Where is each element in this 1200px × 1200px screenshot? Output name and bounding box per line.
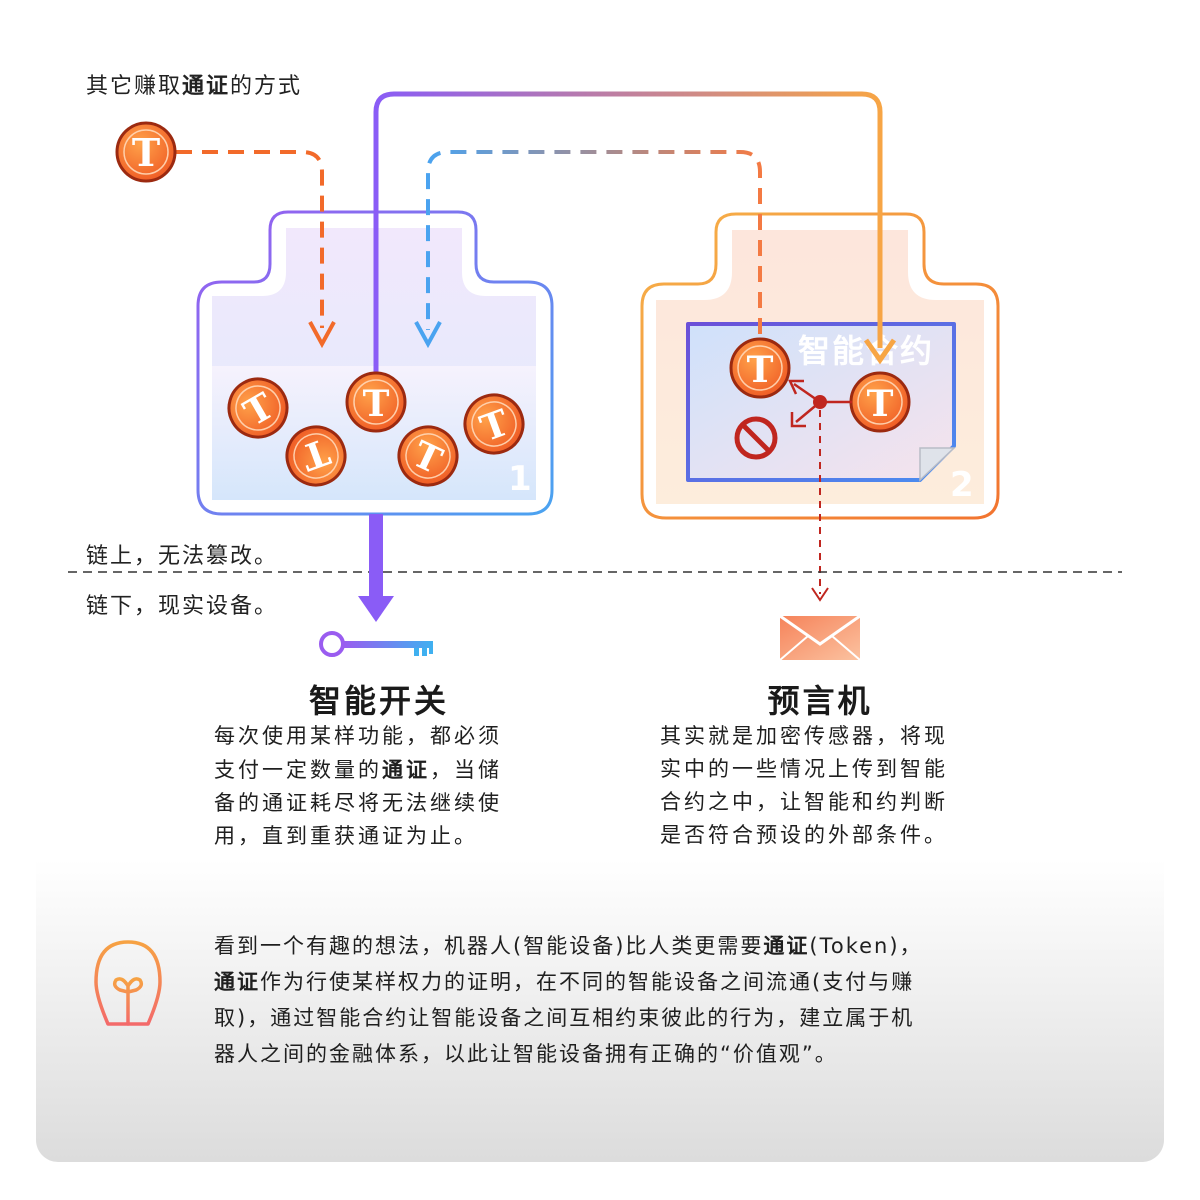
svg-text:T: T: [132, 130, 160, 175]
token-transfer-path: [373, 91, 883, 378]
oracle-line: 合约之中，让智能和约判断: [660, 790, 948, 814]
smart-switch-description: 每次使用某样功能，都必须 支付一定数量的通证，当储 备的通证耗尽将无法继续使 用…: [214, 720, 574, 853]
smart-switch-title: 智能开关: [308, 682, 449, 720]
header-title: 其它赚取通证的方式: [86, 73, 303, 99]
idea-paragraph: 看到一个有趣的想法，机器人(智能设备)比人类更需要通证(Token)， 通证作为…: [214, 928, 1114, 1072]
token-coin-icon: T: [387, 415, 469, 497]
smart-switch-line: 备的通证耗尽将无法继续使: [214, 791, 502, 815]
token-coin-icon: T: [455, 385, 533, 463]
token-coin-icon: T: [729, 337, 791, 399]
token-coin-icon: T: [345, 371, 407, 433]
decision-node: [788, 379, 852, 428]
svg-text:T: T: [747, 349, 774, 391]
oracle-description: 其实就是加密传感器，将现 实中的一些情况上传到智能 合约之中，让智能和约判断 是…: [660, 720, 1020, 852]
svg-text:T: T: [363, 383, 390, 425]
idea-line: 器人之间的金融体系，以此让智能设备拥有正确的“价值观”。: [214, 1042, 838, 1066]
idea-line: 看到一个有趣的想法，机器人(智能设备)比人类更需要通证(Token)，: [214, 933, 923, 958]
token-coin-icon: T: [277, 417, 355, 495]
contract-token-path: [426, 150, 762, 360]
envelope-icon: [779, 614, 861, 661]
idea-line: 通证作为行使某样权力的证明，在不同的智能设备之间流通(支付与赚: [214, 969, 915, 994]
oracle-title: 预言机: [767, 682, 873, 720]
off-chain-label: 链下，现实设备。: [86, 594, 279, 619]
bottom-panel: [36, 860, 1164, 1162]
smart-contract-label: 智能合约: [798, 332, 934, 370]
token-coin-icon: T: [216, 366, 300, 450]
oracle-line: 其实就是加密传感器，将现: [660, 724, 948, 748]
token-coin-icon: T: [115, 121, 177, 183]
external-token-path: [176, 150, 324, 328]
box-2-number: 2: [950, 465, 974, 505]
output-arrow: [358, 514, 394, 622]
box-1-number: 1: [508, 459, 532, 499]
key-icon: [319, 631, 433, 657]
smart-switch-line: 每次使用某样功能，都必须: [214, 724, 502, 748]
on-chain-label: 链上，无法篡改。: [86, 544, 279, 569]
prohibited-icon: [734, 416, 778, 460]
token-coin-icon: T: [849, 371, 911, 433]
idea-line: 取)，通过智能合约让智能设备之间互相约束彼此的行为，建立属于机: [214, 1006, 915, 1030]
lightbulb-icon: [94, 940, 162, 1050]
smart-switch-line: 用，直到重获通证为止。: [214, 824, 478, 848]
svg-text:T: T: [867, 383, 894, 425]
smart-switch-line: 支付一定数量的通证，当储: [214, 757, 502, 782]
oracle-line: 是否符合预设的外部条件。: [660, 823, 948, 847]
oracle-line: 实中的一些情况上传到智能: [660, 757, 948, 781]
